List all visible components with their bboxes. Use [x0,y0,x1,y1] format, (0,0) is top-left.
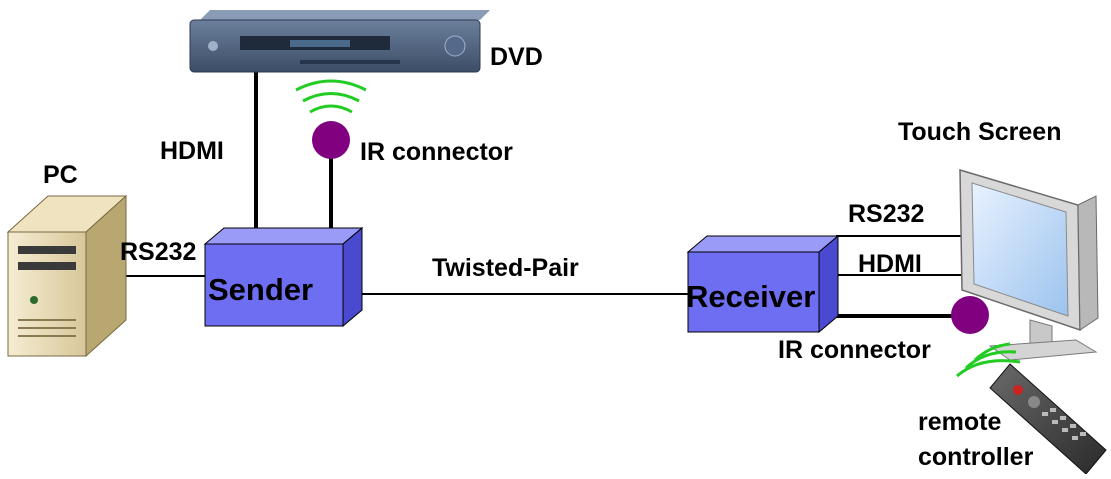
ir-wave-right-icon [956,342,1021,378]
ir-connector-right-dot [951,296,989,334]
pc-label: PC [43,161,78,189]
hdmi-right-label: HDMI [858,250,922,278]
rs232-left-label: RS232 [120,238,196,266]
ir-wave-top-icon [295,79,367,114]
dvd-label: DVD [490,43,543,71]
touch-screen-monitor-icon [959,168,1099,361]
touch-screen-label: Touch Screen [898,118,1061,146]
remote-label-line1: remote [918,408,1001,436]
ir-connector-top-dot [312,121,350,159]
pc-tower-icon [6,194,128,358]
remote-control-icon [989,363,1107,475]
ir-connector-top-label: IR connector [360,138,513,166]
twisted-pair-label: Twisted-Pair [432,254,579,282]
rs232-right-label: RS232 [848,200,924,228]
remote-label-line2: controller [918,443,1034,471]
ir-connector-right-label: IR connector [778,336,931,364]
receiver-label: Receiver [686,279,815,314]
connection-lines [122,62,972,318]
sender-label: Sender [208,272,313,307]
receiver-box [686,234,840,334]
sender-box [203,226,364,328]
hdmi-top-label: HDMI [160,137,224,165]
dvd-player-icon [189,10,490,73]
